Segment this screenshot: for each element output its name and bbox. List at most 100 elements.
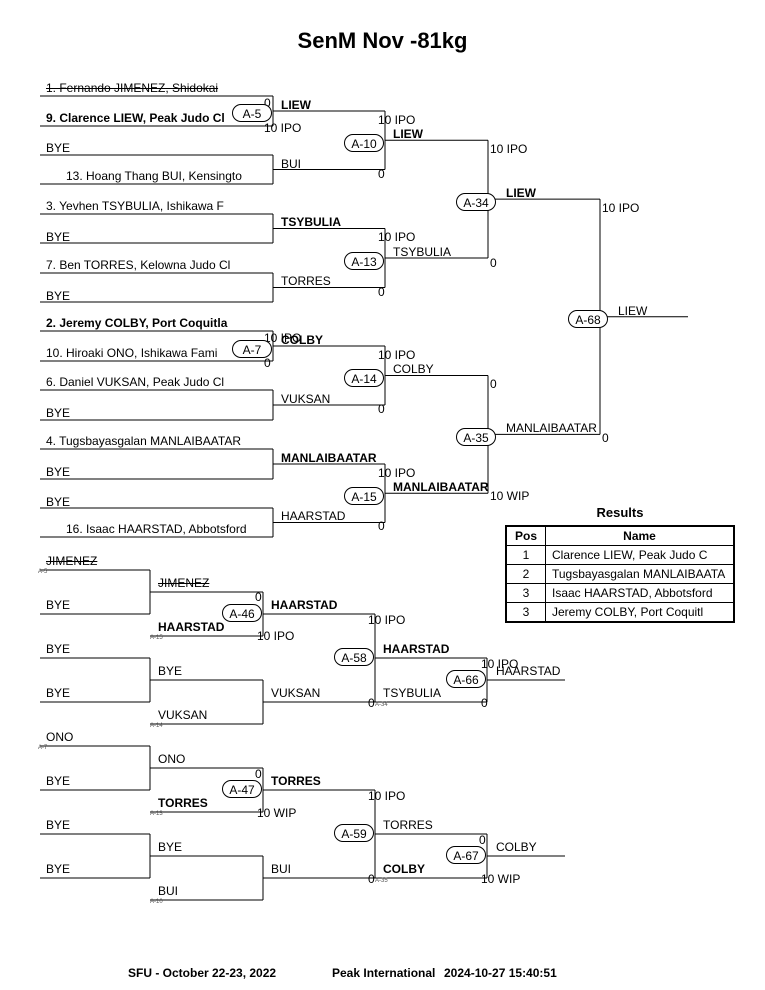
- match-pill-a5[interactable]: A-5: [232, 104, 272, 122]
- r2-winner-1: LIEW: [393, 127, 423, 141]
- score: 10 IPO: [368, 613, 406, 627]
- entrant-slot-5: 3. Yevhen TSYBULIA, Ishikawa F: [46, 199, 224, 213]
- score: 10 IPO: [264, 121, 302, 135]
- score: 0: [479, 833, 486, 847]
- results-header-pos: Pos: [505, 525, 546, 546]
- match-pill-a47[interactable]: A-47: [222, 780, 262, 798]
- rep1-entrant-d: BYE: [46, 686, 71, 700]
- results-title: Results: [596, 505, 644, 520]
- footer-timestamp: 2024-10-27 15:40:51: [444, 966, 557, 980]
- r1-winner-6: VUKSAN: [281, 392, 331, 406]
- entrant-slot-1: 1. Fernando JIMENEZ, Shidokai: [46, 81, 219, 95]
- score: 10 IPO: [378, 348, 416, 362]
- score: 0: [481, 696, 488, 710]
- rep2-entrant-b: BYE: [46, 774, 71, 788]
- r3-winner-2: MANLAIBAATAR: [506, 421, 597, 435]
- rep1-tsybulia: TSYBULIA: [383, 686, 442, 700]
- score: 0: [602, 431, 609, 445]
- results-name: Clarence LIEW, Peak Judo C: [545, 545, 735, 565]
- score: 0: [378, 167, 385, 181]
- entrant-slot-12: BYE: [46, 406, 71, 420]
- results-name: Jeremy COLBY, Port Coquitl: [545, 602, 735, 623]
- match-pill-a34[interactable]: A-34: [456, 193, 496, 211]
- score: 10 IPO: [257, 629, 295, 643]
- match-pill-a13[interactable]: A-13: [344, 252, 384, 270]
- score: 10 WIP: [490, 489, 530, 503]
- rep2-ref-b2: A-13: [150, 811, 163, 817]
- rep1-r1b-top: BYE: [158, 664, 183, 678]
- rep2-ref-a: A-7: [38, 745, 48, 751]
- score: 0: [255, 590, 262, 604]
- score: 0: [378, 285, 385, 299]
- results-pos: 3: [505, 602, 546, 623]
- score: 0: [368, 872, 375, 886]
- entrant-slot-10: 10. Hiroaki ONO, Ishikawa Fami: [46, 346, 218, 360]
- footer-event: SFU - October 22-23, 2022: [128, 966, 277, 980]
- score: 10 IPO: [490, 142, 528, 156]
- score: 10 IPO: [378, 466, 416, 480]
- match-pill-a35[interactable]: A-35: [456, 428, 496, 446]
- rep1-entrant-a: JIMENEZ: [46, 554, 98, 568]
- r1-winner-2: BUI: [281, 157, 302, 171]
- r1-winner-1: LIEW: [281, 98, 311, 112]
- r1-winner-3: TSYBULIA: [281, 215, 341, 229]
- r1-winner-7: MANLAIBAATAR: [281, 451, 377, 465]
- score: 0: [255, 767, 262, 781]
- rep1-r1-bottom: HAARSTAD: [158, 620, 225, 634]
- entrant-slot-9: 2. Jeremy COLBY, Port Coquitla: [46, 316, 228, 330]
- score: 10 WIP: [257, 806, 297, 820]
- score: 0: [264, 356, 271, 370]
- score: 10 IPO: [602, 201, 640, 215]
- rep2-entrant-a: ONO: [46, 730, 74, 744]
- rep2-ref-colby: A-35: [375, 878, 388, 884]
- rep1-m58-winner: HAARSTAD: [383, 642, 450, 656]
- r3-winner-1: LIEW: [506, 186, 536, 200]
- entrant-slot-11: 6. Daniel VUKSAN, Peak Judo Cl: [46, 375, 225, 389]
- match-pill-a15[interactable]: A-15: [344, 487, 384, 505]
- score: 0: [378, 402, 385, 416]
- r1-winner-5: COLBY: [281, 333, 323, 347]
- score: 0: [368, 696, 375, 710]
- match-pill-a58[interactable]: A-58: [334, 648, 374, 666]
- match-pill-a59[interactable]: A-59: [334, 824, 374, 842]
- entrant-slot-15: BYE: [46, 495, 71, 509]
- results-pos: 1: [505, 545, 546, 565]
- results-row: 2 Tugsbayasgalan MANLAIBAATA: [505, 564, 735, 584]
- rep1-r1b-bottom: VUKSAN: [158, 708, 208, 722]
- match-pill-a67[interactable]: A-67: [446, 846, 486, 864]
- rep2-m67-winner: COLBY: [496, 840, 537, 854]
- rep2-ref-d2: A-10: [150, 899, 163, 905]
- rep2-r1-bottom: TORRES: [158, 796, 208, 810]
- match-pill-a7[interactable]: A-7: [232, 340, 272, 358]
- footer-org: Peak International: [332, 966, 436, 980]
- results-table: Pos Name 1 Clarence LIEW, Peak Judo C 2 …: [505, 525, 735, 623]
- entrant-slot-14: BYE: [46, 465, 71, 479]
- rep2-m47-winner: TORRES: [271, 774, 321, 788]
- rep1-ref-d2: A-14: [150, 723, 163, 729]
- match-pill-a10[interactable]: A-10: [344, 134, 384, 152]
- r2-winner-2: TSYBULIA: [393, 245, 452, 259]
- results-pos: 3: [505, 583, 546, 603]
- entrant-slot-3: BYE: [46, 141, 71, 155]
- entrant-slot-2: 9. Clarence LIEW, Peak Judo Cl: [46, 111, 225, 125]
- results-row: 3 Jeremy COLBY, Port Coquitl: [505, 602, 735, 623]
- r2-winner-3: COLBY: [393, 362, 434, 376]
- results-row: 1 Clarence LIEW, Peak Judo C: [505, 545, 735, 565]
- score: 10 IPO: [378, 230, 416, 244]
- score: 10 IPO: [481, 657, 519, 671]
- score: 0: [378, 519, 385, 533]
- match-pill-a14[interactable]: A-14: [344, 369, 384, 387]
- rep1-ref-tsybulia: A-34: [375, 702, 388, 708]
- r1-winner-8: HAARSTAD: [281, 509, 346, 523]
- rep1-entrant-b: BYE: [46, 598, 71, 612]
- rep1-r1-top: JIMENEZ: [158, 576, 210, 590]
- match-pill-a66[interactable]: A-66: [446, 670, 486, 688]
- match-pill-a68[interactable]: A-68: [568, 310, 608, 328]
- score: 10 IPO: [264, 331, 302, 345]
- results-name: Isaac HAARSTAD, Abbotsford: [545, 583, 735, 603]
- score: 0: [264, 96, 271, 110]
- match-pill-a46[interactable]: A-46: [222, 604, 262, 622]
- score: 0: [490, 377, 497, 391]
- score: 10 IPO: [378, 113, 416, 127]
- rep2-r1b-bottom: BUI: [158, 884, 179, 898]
